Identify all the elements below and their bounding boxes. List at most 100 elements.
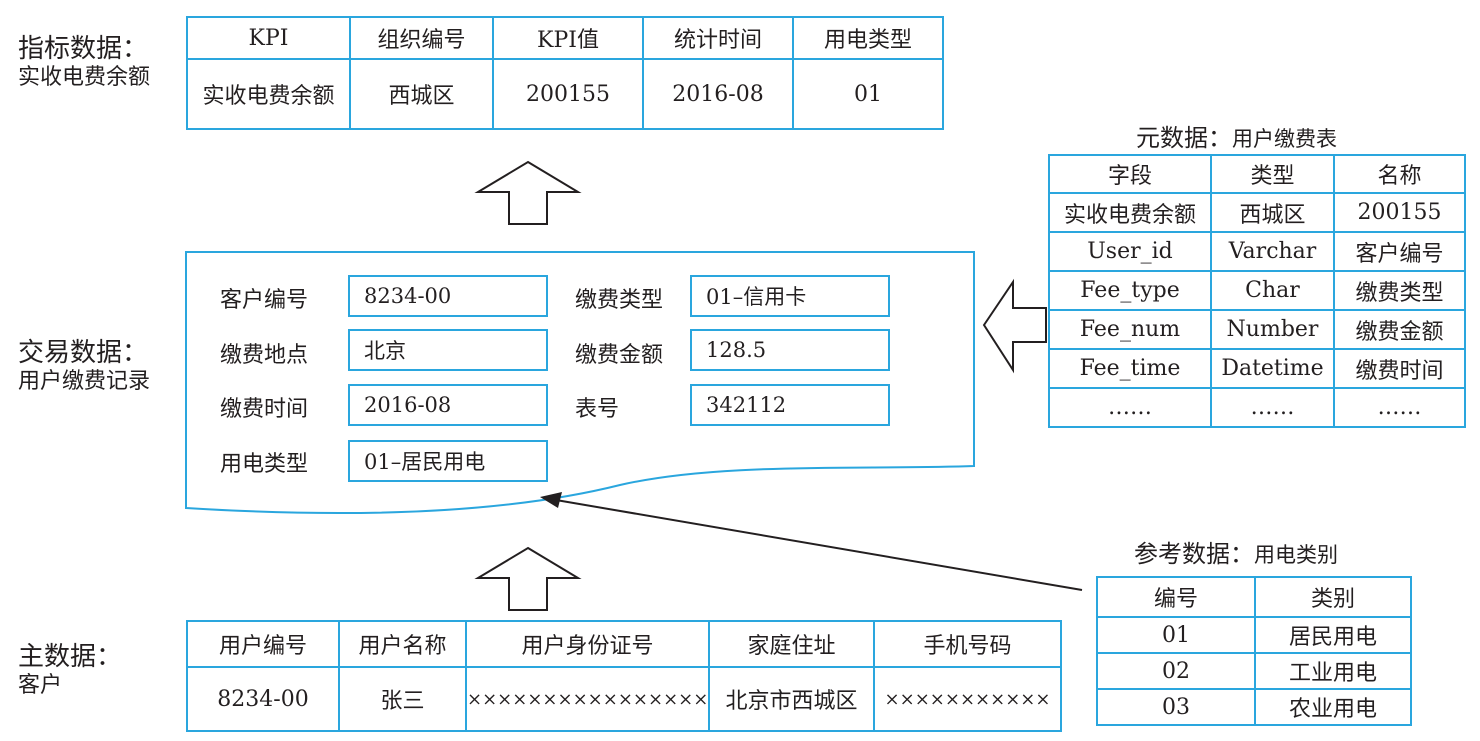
- field-label-payment-type: 缴费类型: [575, 288, 664, 313]
- reference-cell: 03: [1096, 688, 1256, 726]
- metadata-cell: 实收电费余额: [1048, 192, 1212, 233]
- kpi-header-cell: 统计时间: [642, 16, 794, 60]
- metadata-cell: 缴费金额: [1333, 309, 1466, 350]
- left-arrow: [982, 278, 1047, 374]
- metadata-caption: 元数据：用户缴费表: [1136, 118, 1337, 153]
- metadata-cell: 西城区: [1210, 192, 1335, 233]
- master-header-cell: 家庭住址: [708, 620, 875, 668]
- metadata-row: …… …… ……: [1048, 387, 1466, 428]
- field-value-payment-type: 01–信用卡: [690, 275, 890, 317]
- metadata-cell: ……: [1048, 387, 1212, 428]
- metadata-cell: 客户编号: [1333, 231, 1466, 272]
- metadata-cell: Fee_time: [1048, 348, 1212, 389]
- master-cell: 北京市西城区: [708, 666, 875, 732]
- transaction-document-shape: [185, 251, 975, 515]
- master-data-row: 8234-00 张三 ××××××××××××××××× 北京市西城区 ××××…: [186, 666, 1062, 732]
- kpi-data-row: 实收电费余额 西城区 200155 2016-08 01: [186, 58, 944, 130]
- reference-cell: 工业用电: [1254, 652, 1412, 690]
- reference-caption-main: 参考数据：: [1134, 540, 1254, 568]
- reference-row: 01 居民用电: [1096, 616, 1412, 654]
- metadata-row: Fee_type Char 缴费类型: [1048, 270, 1466, 311]
- metadata-header-cell: 字段: [1048, 154, 1212, 194]
- kpi-header-cell: 组织编号: [349, 16, 494, 60]
- reference-cell: 01: [1096, 616, 1256, 654]
- master-cell: 张三: [338, 666, 467, 732]
- reference-cell: 02: [1096, 652, 1256, 690]
- metadata-header-cell: 名称: [1333, 154, 1466, 194]
- reference-caption-sub: 用电类别: [1254, 543, 1338, 567]
- field-value-payment-time: 2016-08: [348, 384, 548, 426]
- master-data-label: 主数据： 客户: [18, 642, 122, 700]
- field-value-customer-no: 8234-00: [348, 275, 548, 317]
- metadata-cell: ……: [1210, 387, 1335, 428]
- field-value-payment-place: 北京: [348, 329, 548, 371]
- field-label-payment-place: 缴费地点: [220, 343, 309, 368]
- kpi-cell: 西城区: [349, 58, 494, 130]
- indicator-title: 指标数据：: [18, 34, 149, 64]
- reference-row: 02 工业用电: [1096, 652, 1412, 690]
- field-value-meter-no: 342112: [690, 384, 890, 426]
- metadata-cell: Datetime: [1210, 348, 1335, 389]
- up-arrow-lower: [474, 546, 582, 611]
- master-table: 用户编号 用户名称 用户身份证号 家庭住址 手机号码 8234-00 张三 ××…: [186, 620, 1062, 732]
- field-label-payment-amount: 缴费金额: [575, 343, 664, 368]
- kpi-cell: 实收电费余额: [186, 58, 351, 130]
- transaction-title: 交易数据：: [18, 338, 149, 368]
- metadata-cell: Fee_num: [1048, 309, 1212, 350]
- field-value-payment-amount: 128.5: [690, 329, 890, 371]
- master-cell: ×××××××××××××××××: [465, 666, 710, 732]
- metadata-caption-main: 元数据：: [1136, 124, 1232, 152]
- reference-caption: 参考数据：用电类别: [1134, 534, 1338, 569]
- kpi-header-cell: 用电类型: [792, 16, 944, 60]
- metadata-cell: User_id: [1048, 231, 1212, 272]
- reference-header-cell: 类别: [1254, 576, 1412, 618]
- metadata-cell: ……: [1333, 387, 1466, 428]
- metadata-row: Fee_num Number 缴费金额: [1048, 309, 1466, 350]
- field-label-customer-no: 客户编号: [220, 288, 309, 313]
- kpi-cell: 01: [792, 58, 944, 130]
- master-header-cell: 用户身份证号: [465, 620, 710, 668]
- master-title: 主数据：: [18, 642, 123, 672]
- kpi-header-cell: KPI: [186, 16, 351, 60]
- master-header-cell: 用户名称: [338, 620, 467, 668]
- field-label-usage-type: 用电类型: [220, 452, 309, 477]
- up-arrow-upper: [474, 160, 582, 225]
- metadata-cell: 缴费类型: [1333, 270, 1466, 311]
- metadata-header-cell: 类型: [1210, 154, 1335, 194]
- metadata-cell: Char: [1210, 270, 1335, 311]
- reference-cell: 居民用电: [1254, 616, 1412, 654]
- metadata-caption-sub: 用户缴费表: [1232, 127, 1337, 151]
- reference-table: 编号 类别 01 居民用电 02 工业用电 03 农业用电: [1096, 576, 1412, 726]
- metadata-cell: 200155: [1333, 192, 1466, 233]
- master-header-cell: 手机号码: [873, 620, 1062, 668]
- field-value-usage-type: 01–居民用电: [348, 440, 548, 482]
- kpi-header-cell: KPI值: [492, 16, 644, 60]
- transaction-subtitle: 用户缴费记录: [18, 369, 151, 395]
- indicator-subtitle: 实收电费余额: [18, 65, 151, 91]
- reference-arrow-line: [555, 499, 1083, 591]
- metadata-table: 字段 类型 名称 实收电费余额 西城区 200155 User_id Varch…: [1048, 154, 1466, 428]
- metadata-header-row: 字段 类型 名称: [1048, 154, 1466, 194]
- metadata-cell: Varchar: [1210, 231, 1335, 272]
- master-header-row: 用户编号 用户名称 用户身份证号 家庭住址 手机号码: [186, 620, 1062, 668]
- metadata-cell: Fee_type: [1048, 270, 1212, 311]
- master-cell: 8234-00: [186, 666, 340, 732]
- master-cell: ×××××××××××: [873, 666, 1062, 732]
- kpi-table: KPI 组织编号 KPI值 统计时间 用电类型 实收电费余额 西城区 20015…: [186, 16, 944, 130]
- reference-arrow-head: [540, 492, 562, 508]
- metadata-row: Fee_time Datetime 缴费时间: [1048, 348, 1466, 389]
- transaction-data-label: 交易数据： 用户缴费记录: [18, 338, 150, 396]
- indicator-data-label: 指标数据： 实收电费余额: [18, 34, 150, 92]
- reference-row: 03 农业用电: [1096, 688, 1412, 726]
- master-header-cell: 用户编号: [186, 620, 340, 668]
- master-subtitle: 客户: [18, 673, 63, 699]
- metadata-cell: 缴费时间: [1333, 348, 1466, 389]
- reference-header-cell: 编号: [1096, 576, 1256, 618]
- field-label-meter-no: 表号: [575, 397, 620, 422]
- kpi-cell: 2016-08: [642, 58, 794, 130]
- metadata-row: User_id Varchar 客户编号: [1048, 231, 1466, 272]
- metadata-row: 实收电费余额 西城区 200155: [1048, 192, 1466, 233]
- reference-header-row: 编号 类别: [1096, 576, 1412, 618]
- field-label-payment-time: 缴费时间: [220, 397, 309, 422]
